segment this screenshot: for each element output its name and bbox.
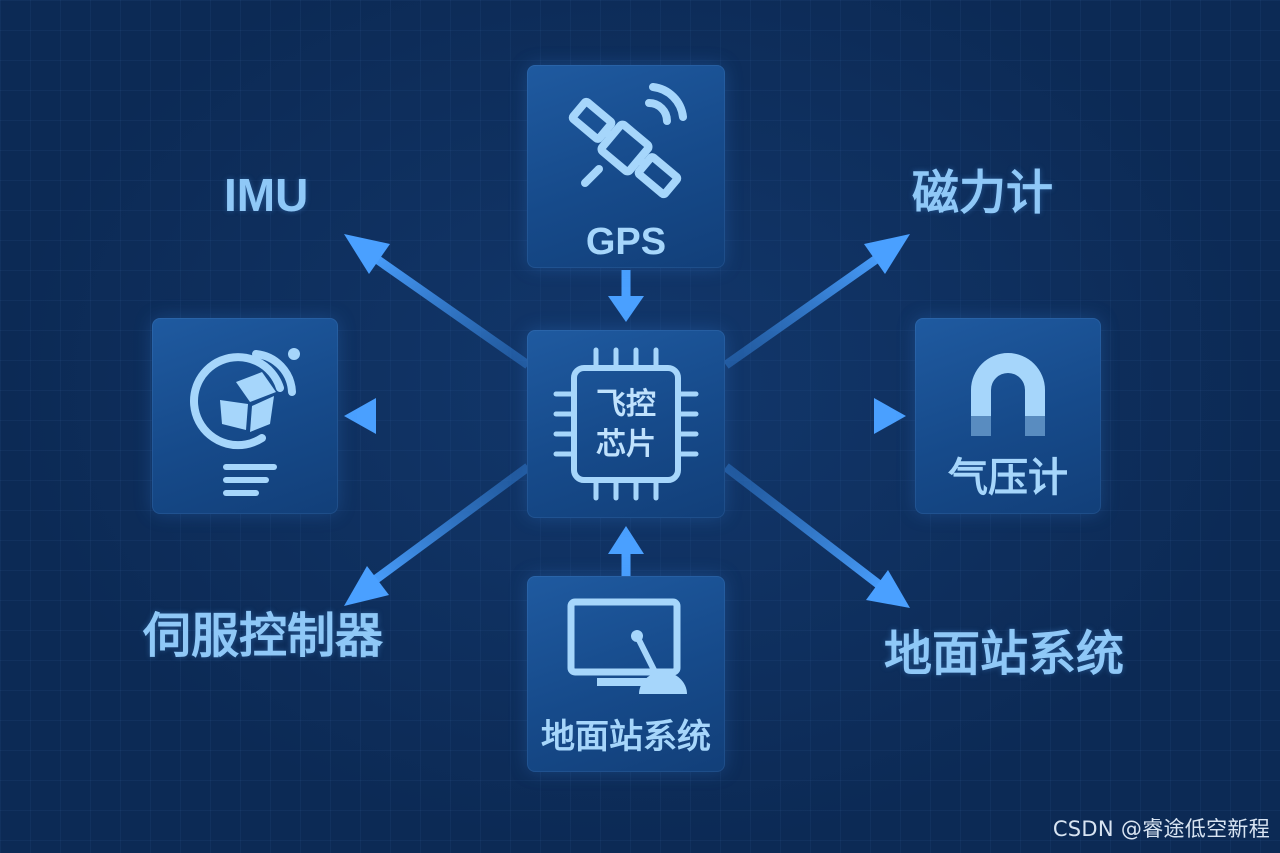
magnet-icon: [971, 353, 1045, 436]
monitor-joystick-icon: [567, 598, 687, 694]
satellite-icon: [568, 83, 687, 199]
servo-controller-label: 伺服控制器: [143, 608, 384, 664]
ground-station-label: 地面站系统: [884, 626, 1125, 682]
arrow-to-magnetometer: [723, 234, 910, 369]
barometer-label: 气压计: [948, 455, 1068, 501]
arrow-to-imu: [344, 234, 531, 369]
arrow-to-servo: [344, 463, 531, 606]
gyroscope-icon: [190, 348, 300, 496]
arrow-to-barometer: [726, 398, 906, 434]
chip-label-line2: 芯片: [596, 427, 656, 462]
watermark: CSDN @睿途低空新程: [1052, 817, 1270, 841]
gps-label: GPS: [585, 221, 667, 263]
barometer-module: 气压计: [915, 318, 1101, 514]
gps-module: GPS: [527, 65, 725, 268]
magnetometer-label: 磁力计: [912, 166, 1053, 221]
chip-label-line1: 飞控: [596, 387, 656, 422]
ground-station-module: 地面站系统: [527, 576, 725, 772]
arrow-to-gyroscope: [344, 398, 528, 434]
gyroscope-module: [152, 318, 338, 514]
chip-icon: [553, 347, 699, 501]
flight-control-chip: 飞控 芯片: [527, 330, 725, 518]
arrow-ground-to-chip: [608, 526, 644, 576]
arrow-gps-to-chip: [608, 270, 644, 322]
arrow-to-ground-station: [723, 463, 910, 608]
imu-label: IMU: [224, 169, 309, 221]
ground-station-box-label: 地面站系统: [541, 717, 711, 757]
